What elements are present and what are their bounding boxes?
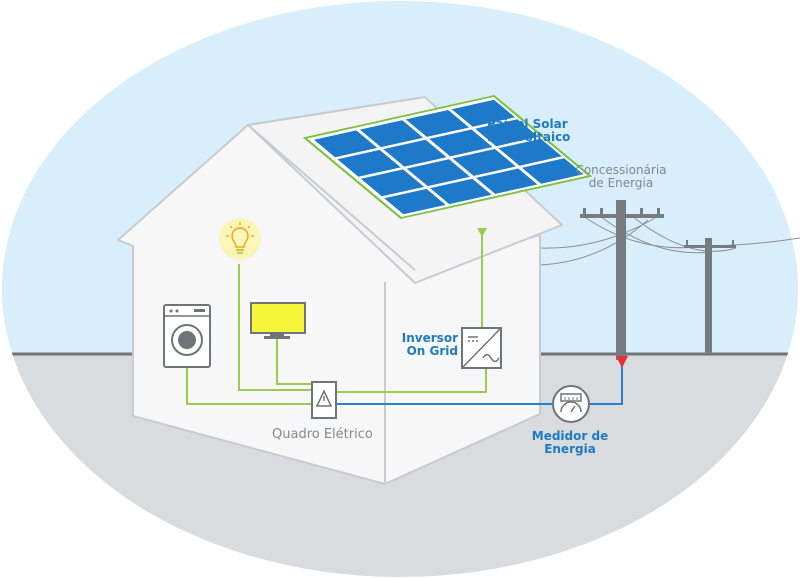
utility-grid bbox=[539, 200, 800, 360]
power-line bbox=[599, 215, 711, 254]
bulb-circuit-wire bbox=[238, 264, 312, 391]
utility-pole-icon bbox=[580, 200, 664, 360]
down-arrow-icon bbox=[477, 228, 487, 237]
meter-to-pole-wire bbox=[590, 364, 623, 405]
breaker-box-label-text: Quadro Elétrico bbox=[272, 427, 373, 442]
television-icon bbox=[250, 302, 306, 339]
light-bulb-icon bbox=[219, 218, 261, 260]
grid-connection-arrow-icon bbox=[616, 356, 628, 368]
inverter-label-line-2: On Grid bbox=[406, 344, 458, 358]
grid-wiring bbox=[336, 364, 623, 405]
utility-label-line-1: Concessionária bbox=[575, 163, 667, 177]
inverter-to-breaker-wire bbox=[332, 368, 487, 393]
solar-panel-icon bbox=[302, 94, 593, 220]
energy-meter-label-line-2: Energia bbox=[544, 442, 596, 456]
energy-meter-label-line-1: Medidor de bbox=[531, 429, 609, 443]
tv-circuit-wire bbox=[276, 336, 312, 385]
solar-panel-label-line-1: Painel Solar bbox=[487, 117, 568, 131]
breaker-box-label: Quadro Elétrico bbox=[272, 428, 373, 441]
washer-circuit-wire bbox=[186, 368, 312, 405]
solar-panel-label: Painel Solar Fotovoltaico bbox=[487, 118, 570, 144]
breaker-box-icon bbox=[311, 381, 337, 419]
energy-meter-icon bbox=[552, 385, 590, 423]
utility-pole-icon bbox=[684, 238, 736, 354]
energy-meter-label: Medidor de Energia bbox=[520, 430, 620, 456]
utility-label: Concessionária de Energia bbox=[560, 164, 682, 190]
solar-panel-label-line-2: Fotovoltaico bbox=[487, 130, 571, 144]
power-line bbox=[539, 219, 649, 266]
inverter-label: Inversor On Grid bbox=[396, 332, 458, 358]
washing-machine-icon bbox=[163, 304, 211, 368]
house-wiring bbox=[186, 232, 487, 405]
inverter-label-line-1: Inversor bbox=[401, 331, 458, 345]
roof-edge bbox=[247, 124, 416, 271]
utility-label-line-2: de Energia bbox=[588, 176, 654, 190]
inverter-icon bbox=[461, 327, 502, 369]
